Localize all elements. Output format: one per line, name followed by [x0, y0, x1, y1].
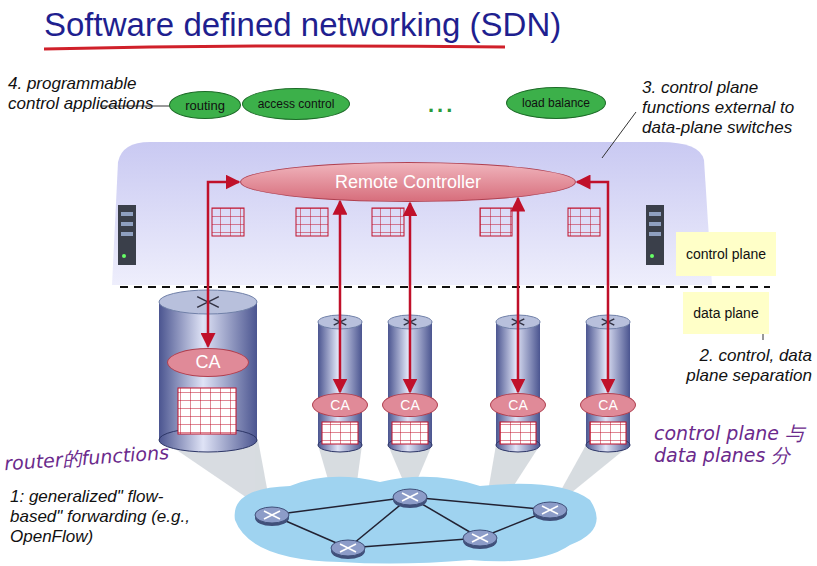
node-text: data plane	[693, 305, 758, 321]
callout-text: 3. control plane functions external to d…	[642, 78, 812, 138]
ellipsis: ...	[428, 92, 468, 118]
node-text: access control	[258, 98, 335, 110]
node-text: CA	[330, 397, 349, 413]
router-icon	[255, 489, 567, 559]
leader-line	[602, 112, 636, 158]
node-text: Remote Controller	[335, 172, 481, 193]
server-icon	[646, 205, 664, 265]
app-ellipse: load balance	[506, 87, 606, 119]
node-text: load balance	[522, 97, 590, 109]
plane-box: control plane	[676, 232, 776, 276]
plane-separator	[120, 286, 770, 288]
ca-ellipse: CA	[382, 393, 437, 417]
control-link	[577, 182, 608, 392]
node-text: CA	[598, 397, 617, 413]
app-ellipse: routing	[169, 91, 242, 119]
callout-text: 4. programmable control applications	[8, 74, 168, 114]
control-link	[208, 182, 239, 347]
ca-ellipse: CA	[580, 393, 635, 417]
controller-ellipse: Remote Controller	[240, 162, 576, 202]
control-link	[517, 198, 520, 392]
network-cloud	[235, 477, 597, 564]
ca-ellipse: CA	[490, 393, 545, 417]
node-text: routing	[185, 99, 225, 112]
callout-text: 2. control, data plane separation	[672, 346, 812, 386]
control-link	[409, 203, 412, 392]
ca-ellipse: CA	[312, 393, 367, 417]
server-icon	[118, 205, 136, 265]
control-band	[112, 142, 712, 285]
node-text: CA	[400, 397, 419, 413]
switch-cylinder	[159, 290, 630, 452]
plane-box: data plane	[683, 292, 768, 334]
title: Software defined networking (SDN)	[44, 6, 561, 44]
handwritten-note: control plane 与 data planes 分	[654, 422, 812, 466]
node-text: CA	[195, 352, 220, 373]
control-link	[339, 201, 342, 392]
app-ellipse: access control	[242, 88, 351, 120]
underline	[44, 46, 505, 49]
callout-text: 1: generalized" flow-based" forwarding (…	[10, 487, 215, 547]
ca-ellipse: CA	[167, 348, 249, 377]
node-text: CA	[508, 397, 527, 413]
node-text: control plane	[686, 246, 766, 262]
flow-table	[212, 208, 600, 236]
